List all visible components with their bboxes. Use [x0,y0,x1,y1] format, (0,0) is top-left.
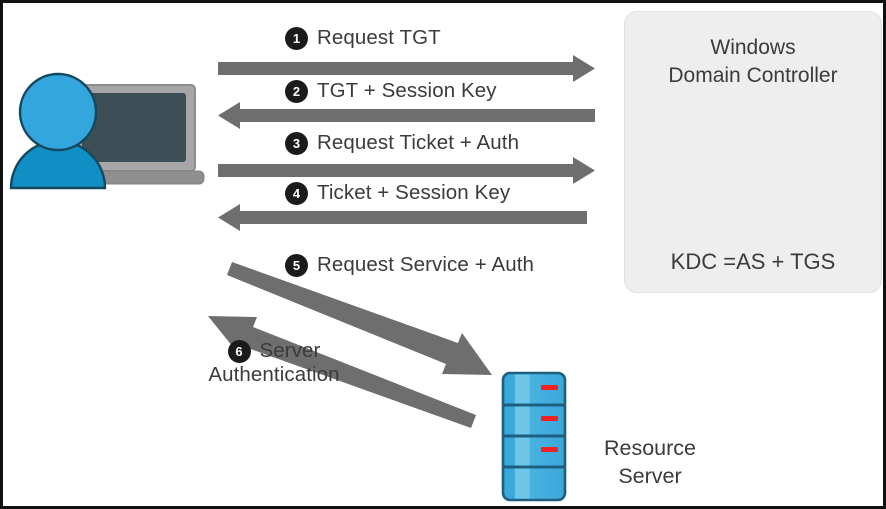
step-badge-5: 5 [285,253,308,277]
domain-controller-title: Windows Domain Controller [625,34,881,90]
message-text-6-line2: Authentication [208,363,340,387]
message-text-5: Request Service + Auth [317,253,535,276]
message-text-6-line1: Server [259,339,321,362]
laptop-icon [63,84,205,185]
arrow-step-3-right [218,157,595,184]
resource-server-label-line2: Server [618,463,682,488]
resource-server-label: Resource Server [575,435,725,491]
message-label-step-6: 6 Server Authentication [189,339,359,387]
user-avatar-icon [9,72,107,190]
message-label-step-5: 5 Request Service + Auth [285,253,534,277]
step-badge-6: 6 [227,339,251,363]
message-label-step-4: 4 Ticket + Session Key [285,181,510,205]
domain-controller-title-line2: Domain Controller [668,63,838,87]
message-label-step-1: 1 Request TGT [285,26,441,50]
message-text-2: TGT + Session Key [317,79,497,102]
resource-server-label-line1: Resource [603,436,696,460]
windows-domain-controller-panel: Windows Domain Controller KDC =AS + TGS [624,11,882,293]
kdc-formula-label: KDC =AS + TGS [670,249,836,274]
arrow-step-2-left [218,102,595,129]
domain-controller-title-line1: Windows [710,36,796,59]
message-text-3: Request Ticket + Auth [317,131,520,154]
message-text-1: Request TGT [317,26,441,49]
step-badge-4: 4 [285,181,308,205]
step-badge-1: 1 [285,26,308,50]
message-label-step-2: 2 TGT + Session Key [285,79,497,103]
step-badge-3: 3 [285,131,308,155]
message-label-step-3: 3 Request Ticket + Auth [285,131,519,155]
message-text-4: Ticket + Session Key [317,181,511,204]
arrow-step-4-left [218,204,587,231]
server-rack-icon-resource [501,371,567,502]
step-badge-2: 2 [285,79,308,103]
arrow-step-1-right [218,55,595,82]
